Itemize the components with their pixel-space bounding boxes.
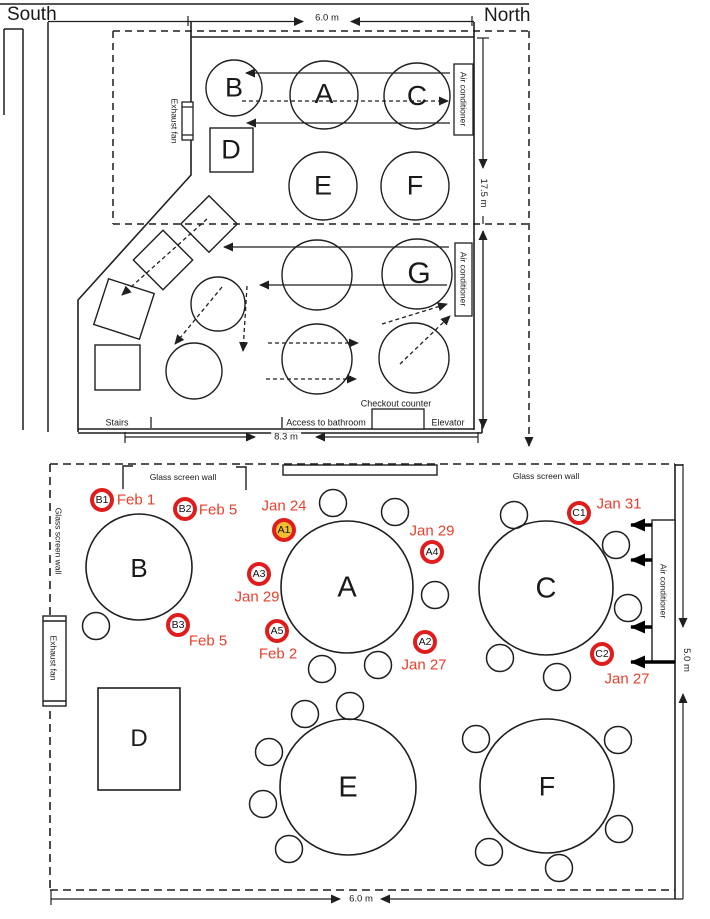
- ac-airflow-arrows: [630, 518, 675, 669]
- exhaust-fan-label: Exhaust fan: [169, 98, 180, 144]
- patient-marker-A4: A4: [420, 540, 444, 564]
- patient-marker-B3: B3: [166, 613, 190, 637]
- chairs: [81, 488, 643, 883]
- table-d-square: [209, 127, 254, 173]
- table-f-circle: [380, 151, 450, 221]
- exhaust-fan-box: [181, 101, 194, 141]
- glass-wall-bracket-right: [236, 466, 247, 490]
- dashed-boundary: [112, 30, 534, 447]
- patient-marker-A2: A2: [413, 630, 437, 654]
- table-a-label: A: [314, 78, 334, 109]
- air-conditioner-detail-label: Air conditioner: [658, 563, 669, 619]
- table-d-detail: [97, 687, 181, 791]
- dim-8-3m: [124, 432, 479, 443]
- dim-6m-bottom: [50, 890, 683, 905]
- tables-overview: [92, 59, 453, 400]
- onset-date-B1: Feb 1: [116, 491, 156, 509]
- checkout-counter-box: [371, 408, 425, 430]
- patient-marker-B2: B2: [173, 497, 197, 521]
- table-g-circle: [381, 238, 453, 310]
- patient-marker-A1-index-case: A1: [272, 518, 296, 542]
- table-e-label: E: [313, 170, 333, 201]
- onset-date-C1: Jan 31: [596, 495, 642, 513]
- table-b-label: B: [224, 72, 244, 103]
- tables-detail: [85, 513, 615, 856]
- air-conditioner-lower-box: [454, 242, 473, 317]
- onset-date-A4: Jan 29: [409, 522, 455, 540]
- glass-wall-bracket-left: [122, 465, 133, 489]
- elevator-label: Elevator: [431, 417, 465, 428]
- onset-date-B3: Feb 5: [188, 632, 228, 650]
- table-d-detail-label: D: [130, 725, 148, 752]
- dim-width-bottom-label: 8.3 m: [271, 432, 301, 442]
- table-b-detail: [85, 513, 193, 621]
- table-a-detail: [280, 520, 414, 654]
- compass-south: South: [7, 4, 57, 25]
- table-g-label: G: [407, 257, 431, 290]
- dim-height-detail-label: 5.0 m: [680, 648, 692, 672]
- onset-date-A1: Jan 24: [261, 497, 307, 515]
- table-c-detail: [478, 520, 614, 656]
- airflow-dashed-arrows: [121, 96, 451, 384]
- dim-height-label: 17.5 m: [477, 178, 489, 208]
- onset-date-A2: Jan 27: [401, 656, 447, 674]
- air-conditioner-upper-label: Air conditioner: [458, 71, 469, 127]
- access-bathroom-label: Access to bathroom: [286, 417, 366, 428]
- label-ticks: [150, 417, 283, 428]
- table-a-detail-label: A: [337, 571, 357, 604]
- fixtures-top: [150, 63, 474, 430]
- table-b-detail-label: B: [130, 553, 148, 583]
- table-f-detail-label: F: [538, 771, 556, 802]
- table-b-circle: [205, 59, 263, 117]
- table-f-detail: [479, 718, 615, 854]
- patient-marker-A3: A3: [247, 562, 271, 586]
- onset-date-A3: Jan 29: [234, 588, 280, 606]
- dim-17-5m: [477, 37, 489, 429]
- compass-north: North: [484, 5, 531, 26]
- table-f-label: F: [406, 170, 424, 201]
- airflow-solid-arrows: [223, 68, 450, 290]
- fixtures-detail: [42, 464, 676, 707]
- dim-6m-top: [48, 16, 474, 26]
- onset-date-B2: Feb 5: [198, 501, 238, 519]
- street-lines: [0, 3, 529, 432]
- glass-wall-left-label: Glass screen wall: [53, 507, 64, 575]
- air-conditioner-upper-box: [453, 63, 474, 136]
- dim-width-detail-label: 6.0 m: [346, 894, 376, 904]
- glass-screen-panel: [282, 464, 438, 476]
- table-e-circle: [288, 151, 358, 221]
- exhaust-fan-box-detail: [42, 615, 67, 707]
- detail-boundary: [49, 463, 683, 899]
- patient-marker-A5: A5: [265, 619, 289, 643]
- glass-wall-top-left-label: Glass screen wall: [149, 471, 217, 482]
- onset-date-A5: Feb 2: [258, 645, 298, 663]
- patient-marker-B1: B1: [90, 488, 114, 512]
- glass-wall-top-right-label: Glass screen wall: [512, 470, 580, 481]
- table-c-circle: [383, 62, 451, 130]
- table-d-label: D: [221, 134, 241, 165]
- dim-width-top-label: 6.0 m: [312, 13, 342, 23]
- table-c-label: C: [406, 80, 428, 111]
- stairs-label: Stairs: [105, 417, 129, 428]
- table-e-detail-label: E: [338, 771, 358, 804]
- onset-date-C2: Jan 27: [604, 670, 650, 688]
- checkout-counter-label: Checkout counter: [360, 398, 432, 409]
- patient-marker-C1: C1: [567, 501, 591, 525]
- exhaust-fan-detail-label: Exhaust fan: [48, 635, 59, 681]
- air-conditioner-lower-label: Air conditioner: [458, 251, 469, 307]
- table-c-detail-label: C: [535, 572, 557, 605]
- patient-marker-C2: C2: [590, 642, 614, 666]
- table-a-circle: [289, 60, 359, 130]
